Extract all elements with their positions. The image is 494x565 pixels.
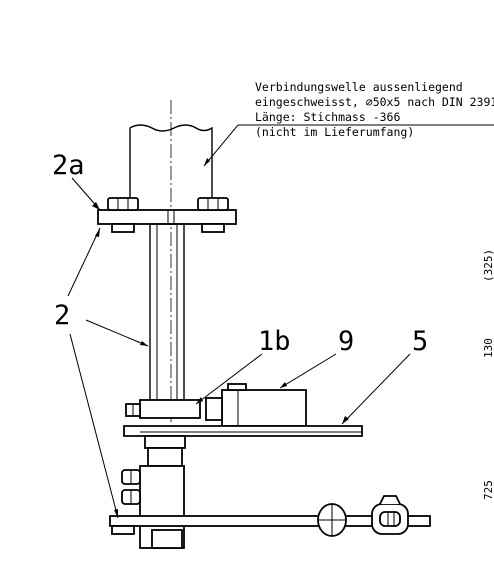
nut-left: [111, 223, 135, 233]
drive-unit-9: [205, 383, 307, 427]
bearing-1b: [125, 399, 201, 419]
motor-cap: [227, 383, 247, 391]
callouts: 2a 2 1b 9 5: [52, 150, 428, 357]
bolt-head-left: [107, 197, 139, 211]
hub-collar: [144, 435, 186, 449]
dim-725: 725: [482, 480, 494, 500]
connecting-shaft: [129, 100, 213, 540]
callout-9: 9: [338, 326, 354, 357]
bearing-block: [139, 399, 201, 419]
plate-body: [123, 425, 363, 437]
arm-joint-cap: [379, 495, 401, 505]
leader-lines: [67, 177, 411, 519]
note-line-4: (nicht im Lieferumfang): [255, 125, 414, 139]
shaft-note: Verbindungswelle aussenliegend eingeschw…: [203, 80, 494, 167]
note-line-2: eingeschweisst, ⌀50x5 nach DIN 2391: [255, 95, 494, 109]
dim-325: (325): [482, 249, 494, 282]
flange-plate: [97, 209, 237, 225]
hub-neck: [147, 447, 183, 467]
callout-2: 2: [54, 300, 70, 331]
lower-hub: [121, 435, 186, 549]
plate-5: [123, 425, 363, 437]
note-line-1: Verbindungswelle aussenliegend: [255, 80, 463, 94]
hub-base: [151, 529, 183, 549]
nut-right: [201, 223, 225, 233]
upper-flange: [97, 197, 237, 233]
callout-2a: 2a: [52, 150, 85, 181]
note-leader-arrow: [204, 158, 210, 166]
dimension-labels: (325) 130 725: [482, 249, 494, 500]
arm-bar: [109, 515, 431, 527]
shaft-outline: [129, 124, 213, 208]
callout-1b: 1b: [258, 326, 291, 357]
motor-body: [221, 389, 307, 427]
note-line-3: Länge: Stichmass -366: [255, 110, 400, 124]
lower-arm: [109, 495, 431, 537]
tube-outline: [149, 223, 185, 401]
note-leader: [203, 124, 239, 167]
dim-130: 130: [482, 338, 494, 358]
callout-5: 5: [412, 326, 428, 357]
vertical-tube: [149, 223, 185, 401]
motor-flange: [205, 397, 223, 421]
arm-end-block: [111, 525, 135, 535]
bolt-head-right: [197, 197, 229, 211]
